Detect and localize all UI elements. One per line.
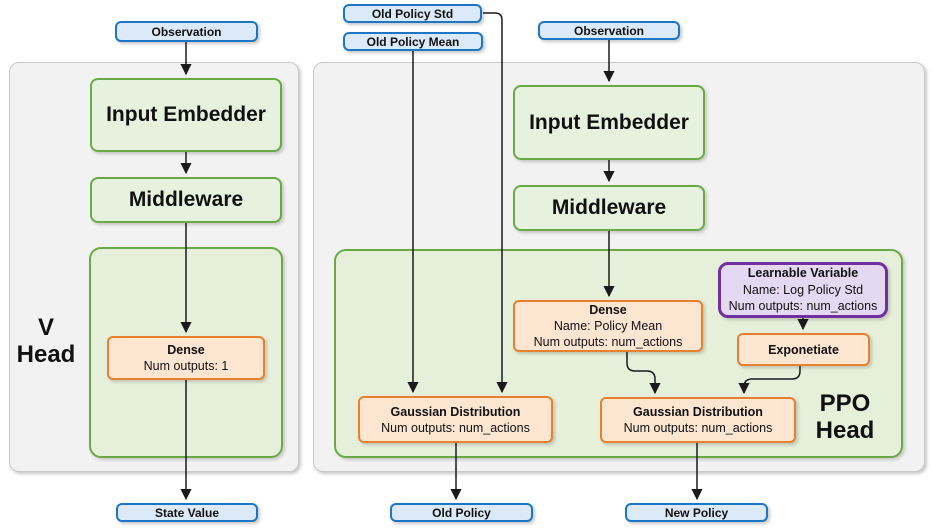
observation-terminal-right: Observation <box>538 21 680 40</box>
middleware-right: Middleware <box>513 185 705 231</box>
middleware-right-label: Middleware <box>551 196 667 219</box>
learnable-variable-outputs: Num outputs: num_actions <box>728 299 878 314</box>
input-embedder-left: Input Embedder <box>90 78 282 152</box>
dense-left-outputs: Num outputs: 1 <box>143 359 229 373</box>
dense-right-name: Name: Policy Mean <box>553 319 663 333</box>
observation-terminal-left-label: Observation <box>151 24 222 39</box>
gaussian-new-title: Gaussian Distribution <box>633 405 763 419</box>
middleware-left-label: Middleware <box>128 188 244 211</box>
old-policy-std-terminal-label: Old Policy Std <box>371 6 454 21</box>
old-policy-mean-terminal: Old Policy Mean <box>343 32 483 51</box>
exponetiate-label: Exponetiate <box>768 342 839 357</box>
learnable-variable-node: Learnable Variable Name: Log Policy Std … <box>718 262 888 318</box>
dense-policy-mean-node: Dense Name: Policy Mean Num outputs: num… <box>513 300 703 352</box>
state-value-terminal-label: State Value <box>154 505 220 520</box>
old-policy-terminal-label: Old Policy <box>432 505 491 520</box>
v-head-label-line1: V <box>37 314 54 341</box>
input-embedder-right-label: Input Embedder <box>529 110 689 134</box>
exponetiate-node: Exponetiate <box>737 333 870 366</box>
old-policy-std-terminal: Old Policy Std <box>343 4 482 23</box>
state-value-terminal: State Value <box>116 503 258 522</box>
dense-node-left: Dense Num outputs: 1 <box>107 336 265 380</box>
v-head-label-line2: Head <box>16 341 76 368</box>
old-policy-mean-terminal-label: Old Policy Mean <box>366 34 460 49</box>
observation-terminal-right-label: Observation <box>573 23 645 38</box>
old-policy-terminal: Old Policy <box>390 503 533 522</box>
observation-terminal-left: Observation <box>115 21 258 42</box>
gaussian-distribution-new-node: Gaussian Distribution Num outputs: num_a… <box>600 397 796 443</box>
ppo-head-label-line1: PPO <box>819 390 871 417</box>
gaussian-old-outputs: Num outputs: num_actions <box>381 420 530 435</box>
dense-right-outputs: Num outputs: num_actions <box>533 335 683 349</box>
new-policy-terminal-label: New Policy <box>664 505 729 520</box>
dense-right-title: Dense <box>589 303 627 317</box>
learnable-variable-title: Learnable Variable <box>747 266 859 281</box>
middleware-left: Middleware <box>90 177 282 223</box>
ppo-head-label: PPO Head <box>793 386 897 448</box>
dense-left-title: Dense <box>167 343 205 357</box>
input-embedder-right: Input Embedder <box>513 85 705 160</box>
new-policy-terminal: New Policy <box>625 503 768 522</box>
gaussian-old-title: Gaussian Distribution <box>390 404 521 419</box>
gaussian-new-outputs: Num outputs: num_actions <box>623 421 773 435</box>
gaussian-distribution-old-node: Gaussian Distribution Num outputs: num_a… <box>358 396 553 443</box>
input-embedder-left-label: Input Embedder <box>106 103 266 126</box>
learnable-variable-name: Name: Log Policy Std <box>742 282 864 297</box>
v-head-label: V Head <box>6 310 86 372</box>
ppo-head-label-line2: Head <box>815 417 875 444</box>
